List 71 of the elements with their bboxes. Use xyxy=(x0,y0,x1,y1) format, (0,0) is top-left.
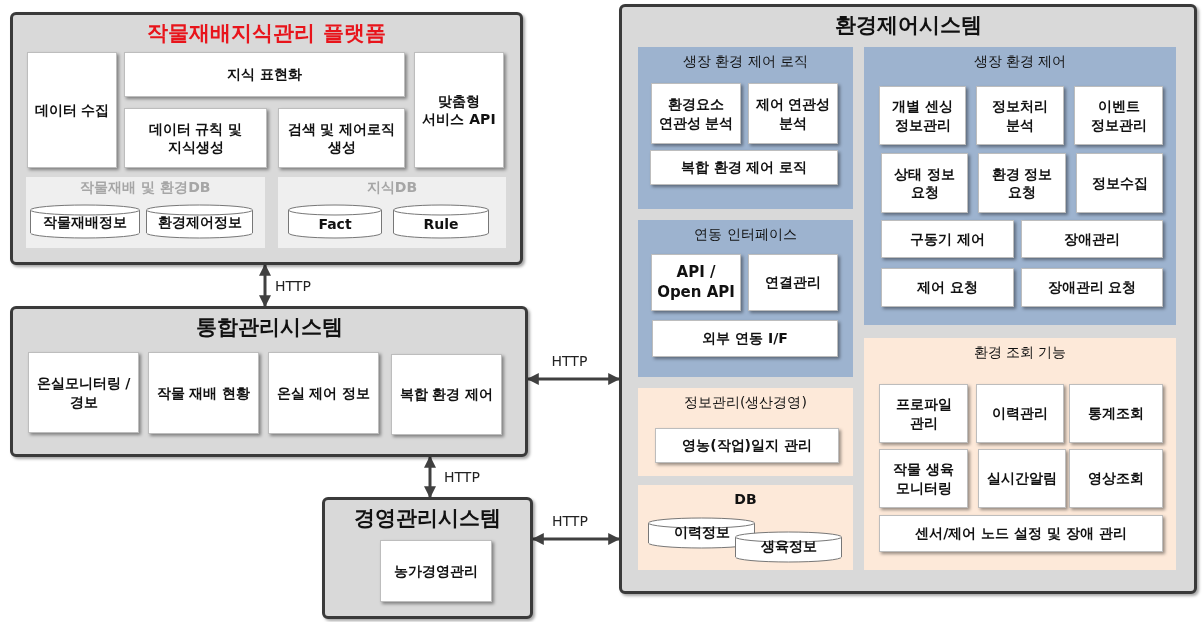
module-panel xyxy=(864,47,1176,325)
function-box: 영농(작업)일지 관리 xyxy=(655,428,839,463)
panel-title: 생장 환경 제어 로직 xyxy=(681,53,810,71)
system-title: 환경제어시스템 xyxy=(833,12,983,39)
function-box: 구동기 제어 xyxy=(881,220,1014,258)
edge-label: HTTP xyxy=(442,469,482,485)
function-box: 데이터 규칙 및 지식생성 xyxy=(124,108,267,168)
function-box: 맞춤형 서비스 API xyxy=(414,52,504,168)
system-panel xyxy=(10,12,523,265)
database-cylinder: 이력정보 xyxy=(648,518,755,548)
function-box: 제어 요청 xyxy=(881,268,1014,307)
function-box: 개별 센싱 정보관리 xyxy=(879,86,966,145)
function-box: API / Open API xyxy=(651,254,741,311)
system-title: 작물재배지식관리 플랫폼 xyxy=(146,20,387,47)
edge-label: HTTP xyxy=(550,513,590,529)
function-box: 복합 환경 제어 로직 xyxy=(650,150,838,185)
double-arrow xyxy=(531,533,621,545)
function-box: 이력관리 xyxy=(976,384,1064,443)
panel-title: 환경 조회 기능 xyxy=(972,344,1068,362)
function-box: 장애관리 요청 xyxy=(1021,268,1163,307)
function-box: 상태 정보 요청 xyxy=(881,153,968,213)
panel-title: 생장 환경 제어 xyxy=(972,53,1068,71)
group-title: 작물재배 및 환경DB xyxy=(79,179,212,197)
system-panel xyxy=(619,4,1197,594)
function-box: 데이터 수집 xyxy=(27,52,117,168)
database-cylinder: Rule xyxy=(393,205,489,238)
function-box: 작물 재배 현황 xyxy=(148,352,259,434)
function-box: 장애관리 xyxy=(1021,220,1163,258)
function-box: 제어 연관성 분석 xyxy=(748,83,838,144)
function-box: 온실 제어 정보 xyxy=(268,352,379,434)
function-box: 센서/제어 노드 설정 및 장애 관리 xyxy=(879,515,1163,552)
group-title: 지식DB xyxy=(365,179,419,197)
double-arrow xyxy=(526,373,621,385)
module-panel xyxy=(638,220,853,377)
database-group xyxy=(278,177,506,248)
module-panel xyxy=(638,47,853,209)
function-box: 외부 연동 I/F xyxy=(652,320,838,357)
database-cylinder: 환경제어정보 xyxy=(146,205,253,238)
module-panel xyxy=(864,338,1176,570)
module-panel xyxy=(638,388,853,476)
edge-label: HTTP xyxy=(549,353,590,369)
database-cylinder: 생육정보 xyxy=(735,532,842,562)
function-box: 온실모니터링 /경보 xyxy=(28,352,139,433)
function-box: 작물 생육 모니터링 xyxy=(879,449,968,508)
panel-title: 연동 인터페이스 xyxy=(693,226,798,244)
double-arrow xyxy=(424,455,436,499)
panel-title: 정보관리(생산경영) xyxy=(683,394,808,412)
double-arrow xyxy=(259,263,271,308)
system-panel xyxy=(322,497,533,619)
function-box: 복합 환경 제어 xyxy=(391,354,502,435)
database-group xyxy=(26,177,265,248)
function-box: 환경요소 연관성 분석 xyxy=(651,83,741,144)
function-box: 정보수집 xyxy=(1076,153,1163,213)
function-box: 통계조회 xyxy=(1069,384,1163,443)
module-panel xyxy=(638,485,853,570)
system-title: 통합관리시스템 xyxy=(194,314,344,341)
function-box: 이벤트 정보관리 xyxy=(1074,86,1163,145)
function-box: 연결관리 xyxy=(748,254,838,311)
function-box: 검색 및 제어로직 생성 xyxy=(278,108,405,168)
function-box: 영상조회 xyxy=(1069,449,1163,508)
function-box: 지식 표현화 xyxy=(124,52,405,97)
database-cylinder: 작물재배정보 xyxy=(30,205,140,238)
system-title: 경영관리시스템 xyxy=(353,505,502,532)
database-cylinder: Fact xyxy=(288,205,382,238)
system-panel xyxy=(10,306,528,457)
function-box: 정보처리 분석 xyxy=(976,86,1064,145)
function-box: 프로파일 관리 xyxy=(879,384,968,443)
function-box: 농가경영관리 xyxy=(380,540,492,602)
function-box: 환경 정보 요청 xyxy=(978,153,1066,213)
function-box: 실시간알림 xyxy=(978,449,1066,508)
panel-title: DB xyxy=(733,491,758,507)
